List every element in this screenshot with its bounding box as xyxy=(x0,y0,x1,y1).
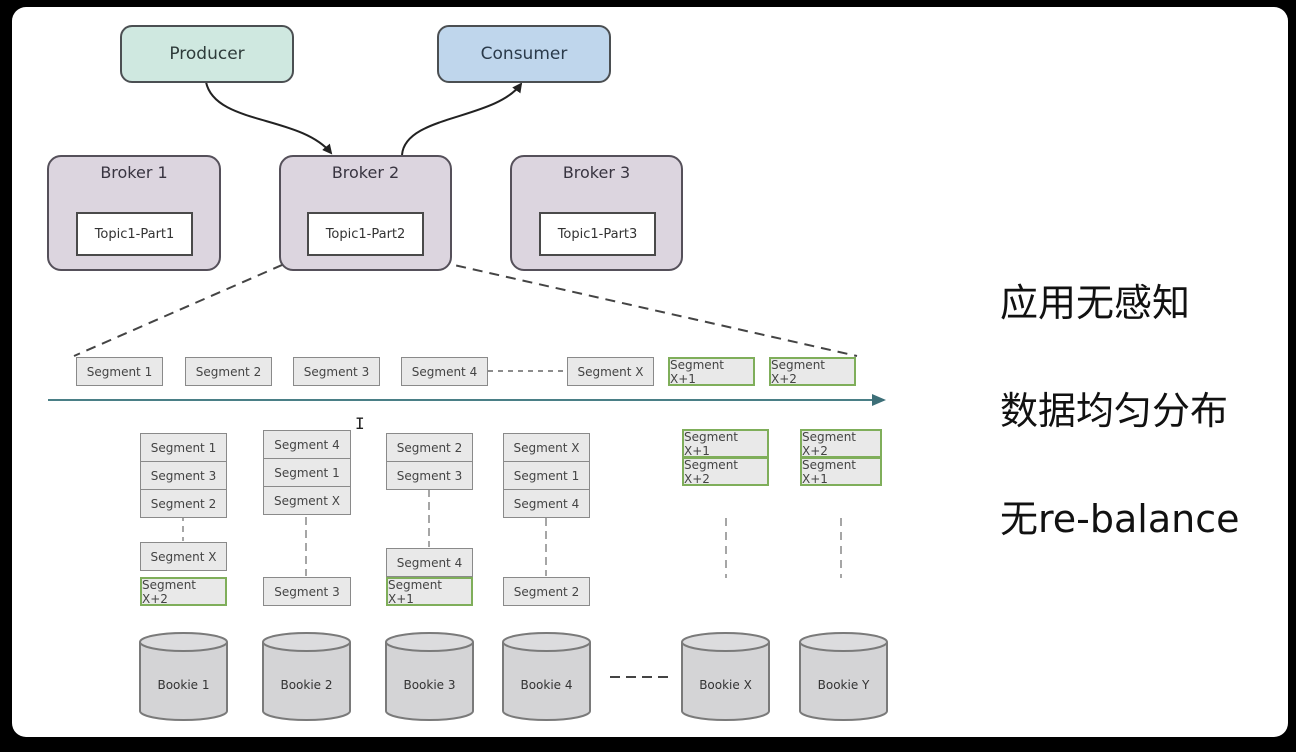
stored-segment: Segment 2 xyxy=(140,489,227,518)
segment-label: Segment 3 xyxy=(150,468,217,483)
topic-partition: Topic1-Part1 xyxy=(76,212,193,256)
side-point: 无re-balance xyxy=(1000,497,1240,541)
stored-segment: Segment X+2 xyxy=(140,577,227,606)
consumer-label: Consumer xyxy=(480,44,568,64)
bookie-cylinder-icon xyxy=(139,632,228,721)
segment-label: Segment 2 xyxy=(150,496,217,511)
topic-partition-label: Topic1-Part1 xyxy=(94,226,175,242)
stored-segment: Segment X+1 xyxy=(800,457,882,486)
timeline-segment: Segment 1 xyxy=(76,357,163,386)
stored-segment: Segment 3 xyxy=(263,577,351,606)
stored-segment: Segment 1 xyxy=(140,433,227,462)
segment-label: Segment X+1 xyxy=(802,457,856,486)
bookie-cylinder-icon xyxy=(799,632,888,721)
timeline-segment: Segment X+2 xyxy=(769,357,856,386)
topic-partition-label: Topic1-Part2 xyxy=(325,226,406,242)
bookie-label: Bookie 4 xyxy=(520,678,573,692)
broker-label: Broker 3 xyxy=(562,163,631,182)
segment-label: Segment 3 xyxy=(303,364,370,379)
stored-segment: Segment 2 xyxy=(503,577,590,606)
bookie-label: Bookie 2 xyxy=(280,678,333,692)
side-point: 数据均匀分布 xyxy=(1000,389,1229,433)
bookie-label: Bookie Y xyxy=(817,678,870,692)
segment-label: Segment X+2 xyxy=(142,577,196,606)
topic-partition: Topic1-Part2 xyxy=(307,212,424,256)
segment-label: Segment X xyxy=(577,364,644,379)
produce-arrow xyxy=(205,81,333,155)
segment-label: Segment X+1 xyxy=(670,357,724,386)
segment-label: Segment X+1 xyxy=(388,577,442,606)
segment-label: Segment X+2 xyxy=(684,457,738,486)
side-point: 应用无感知 xyxy=(1000,281,1191,325)
consume-arrow xyxy=(401,82,523,156)
segment-label: Segment 4 xyxy=(411,364,478,379)
consumer-node: Consumer xyxy=(437,25,611,83)
segment-label: Segment X xyxy=(273,493,341,508)
segment-label: Segment 4 xyxy=(274,437,340,452)
timeline-segment: Segment X+1 xyxy=(668,357,755,386)
segment-label: Segment 1 xyxy=(86,364,153,379)
segment-label: Segment 2 xyxy=(513,584,580,599)
expand-line-left xyxy=(73,257,299,357)
segment-label: Segment X+2 xyxy=(771,357,825,386)
timeline-segment: Segment 4 xyxy=(401,357,488,386)
timeline-segment: Segment 2 xyxy=(185,357,272,386)
stored-segment: Segment X xyxy=(503,433,590,462)
timeline-segment: Segment 3 xyxy=(293,357,380,386)
stored-segment: Segment X xyxy=(140,542,227,571)
bookie-label: Bookie 3 xyxy=(403,678,456,692)
segment-label: Segment 2 xyxy=(396,440,463,455)
segment-label: Segment X xyxy=(150,549,217,564)
expand-line-right xyxy=(422,257,858,357)
stored-segment: Segment 4 xyxy=(503,489,590,518)
bookie-cylinder-icon xyxy=(385,632,474,721)
stored-segment: Segment X xyxy=(263,486,351,515)
timeline-segment: Segment X xyxy=(567,357,654,386)
stored-segment: Segment X+1 xyxy=(682,429,769,458)
stored-segment: Segment X+2 xyxy=(682,457,769,486)
segment-label: Segment 1 xyxy=(274,465,340,480)
segment-label: Segment 4 xyxy=(513,496,580,511)
stored-segment: Segment X+2 xyxy=(800,429,882,458)
segment-label: Segment 2 xyxy=(195,364,262,379)
stored-segment: Segment 2 xyxy=(386,433,473,462)
bookie-label: Bookie X xyxy=(699,678,752,692)
bookie-cylinder-icon xyxy=(262,632,351,721)
segment-label: Segment X+1 xyxy=(684,429,738,458)
segment-label: Segment 1 xyxy=(150,440,217,455)
broker-label: Broker 1 xyxy=(100,163,168,182)
bookie-cylinder-icon xyxy=(681,632,770,721)
producer-label: Producer xyxy=(169,44,245,64)
producer-node: Producer xyxy=(120,25,294,83)
segment-label: Segment 3 xyxy=(274,584,340,599)
stored-segment: Segment 3 xyxy=(386,461,473,490)
bookie-cylinder-icon xyxy=(502,632,591,721)
stored-segment: Segment 4 xyxy=(263,430,351,459)
topic-partition: Topic1-Part3 xyxy=(539,212,656,256)
stored-segment: Segment X+1 xyxy=(386,577,473,606)
bookie-label: Bookie 1 xyxy=(157,678,210,692)
segment-label: Segment 4 xyxy=(396,555,463,570)
segment-label: Segment X+2 xyxy=(802,429,856,458)
broker-label: Broker 2 xyxy=(331,163,400,182)
stored-segment: Segment 4 xyxy=(386,548,473,577)
text-cursor-icon: I xyxy=(355,414,365,433)
topic-partition-label: Topic1-Part3 xyxy=(557,226,638,242)
stored-segment: Segment 3 xyxy=(140,461,227,490)
segment-label: Segment 1 xyxy=(513,468,580,483)
segment-label: Segment 3 xyxy=(396,468,463,483)
segment-label: Segment X xyxy=(513,440,580,455)
stored-segment: Segment 1 xyxy=(503,461,590,490)
stored-segment: Segment 1 xyxy=(263,458,351,487)
